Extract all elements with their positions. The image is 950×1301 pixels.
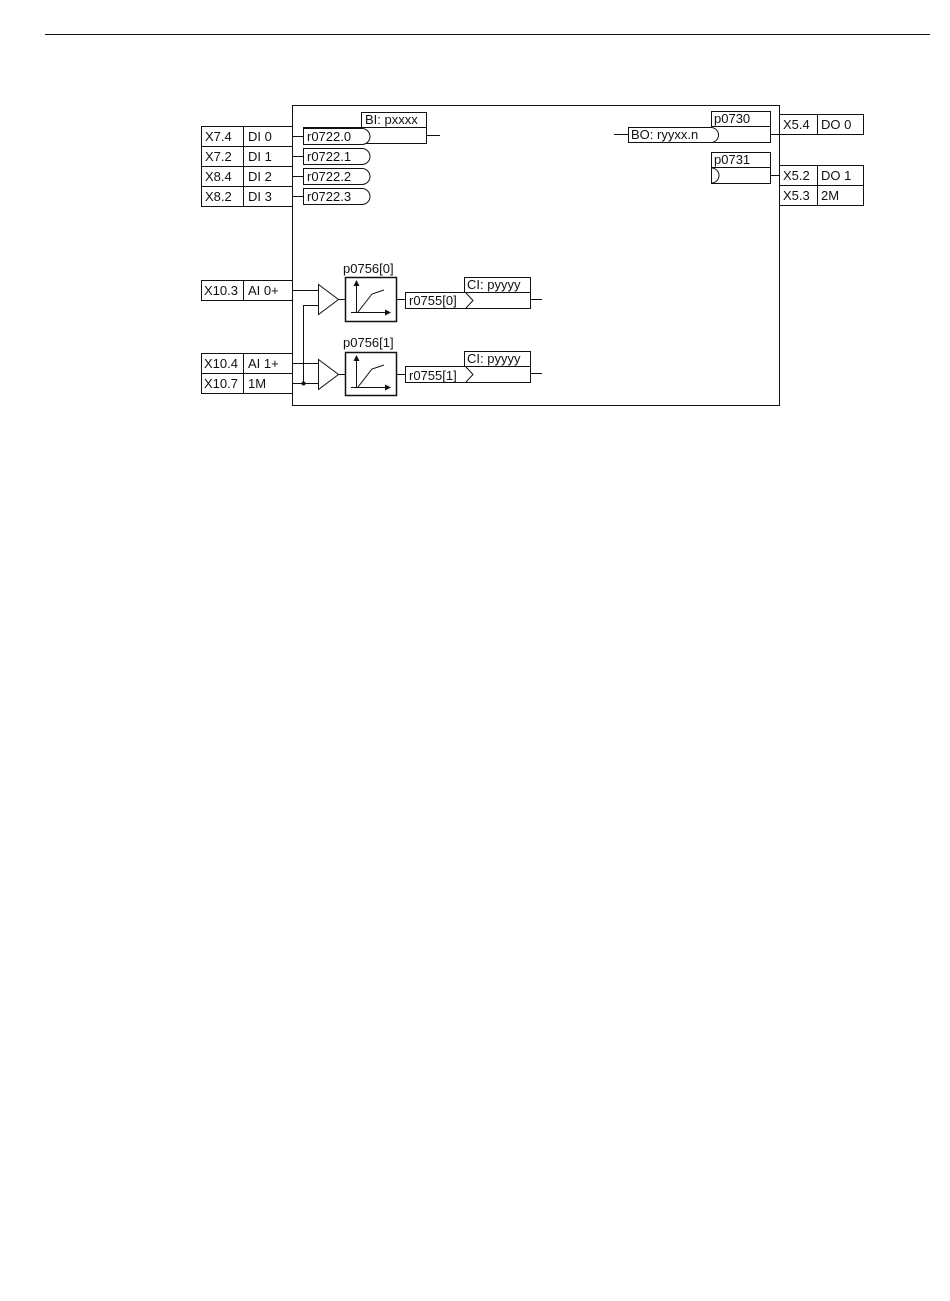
terminal-label: X10.7 (204, 376, 238, 391)
param-label: r0722.0 (307, 129, 351, 144)
input-name-label: DI 1 (248, 149, 272, 164)
scaling-block-ai0: p0756[0] (343, 261, 397, 322)
output-name-label: DO 0 (821, 117, 851, 132)
output-name-label: DO 1 (821, 168, 851, 183)
output-name-label: 2M (821, 188, 839, 203)
ci-connector-label: CI: pyyyy (467, 277, 521, 292)
terminal-label: X10.3 (204, 283, 238, 298)
param-value-box (712, 168, 771, 184)
scaling-param-label: p0756[0] (343, 261, 394, 276)
analog-input-ai1: X10.4 AI 1+ (202, 354, 293, 374)
scaling-block-ai1: p0756[1] (343, 335, 397, 396)
terminal-label: X7.2 (205, 149, 232, 164)
terminal-label: X5.2 (783, 168, 810, 183)
terminal-label: X10.4 (204, 356, 238, 371)
bi-connector-label: BI: pxxxx (365, 112, 418, 127)
digital-input-di0: X7.4 DI 0 (202, 127, 293, 147)
param-label: r0722.2 (307, 169, 351, 184)
ci-connector-label: CI: pyyyy (467, 351, 521, 366)
analog-input-ai0: X10.3 AI 0+ (202, 281, 293, 301)
digital-output-do0: X5.4 DO 0 (780, 115, 864, 135)
bo-connector-label: BO: ryyxx.n (631, 127, 698, 142)
input-name-label: DI 0 (248, 129, 272, 144)
param-label: p0731 (714, 152, 750, 167)
digital-input-di2: X8.4 DI 2 (202, 167, 293, 187)
terminal-label: X8.2 (205, 189, 232, 204)
input-name-label: 1M (248, 376, 266, 391)
di1-param: r0722.1 (292, 149, 370, 165)
junction-dot (302, 382, 306, 386)
digital-input-di1: X7.2 DI 1 (202, 147, 293, 167)
scaling-box (346, 278, 397, 322)
output-ground-2m: X5.3 2M (780, 186, 864, 206)
digital-input-di3: X8.2 DI 3 (202, 187, 293, 207)
analog-ground-1m: X10.7 1M (202, 374, 293, 394)
terminal-label: X8.4 (205, 169, 232, 184)
di2-param: r0722.2 (292, 169, 370, 185)
terminal-label: X5.3 (783, 188, 810, 203)
do1-param: p0731 (712, 152, 781, 184)
param-label: p0730 (714, 111, 750, 126)
input-name-label: DI 2 (248, 169, 272, 184)
output-param-label: r0755[1] (409, 368, 457, 383)
scaling-param-label: p0756[1] (343, 335, 394, 350)
param-label: r0722.3 (307, 189, 351, 204)
param-label: r0722.1 (307, 149, 351, 164)
input-name-label: AI 1+ (248, 356, 279, 371)
di3-param: r0722.3 (292, 189, 370, 205)
output-param-label: r0755[0] (409, 293, 457, 308)
terminal-label: X7.4 (205, 129, 232, 144)
digital-output-do1: X5.2 DO 1 (780, 166, 864, 186)
input-name-label: DI 3 (248, 189, 272, 204)
terminal-label: X5.4 (783, 117, 810, 132)
input-name-label: AI 0+ (248, 283, 279, 298)
scaling-box (346, 353, 397, 396)
